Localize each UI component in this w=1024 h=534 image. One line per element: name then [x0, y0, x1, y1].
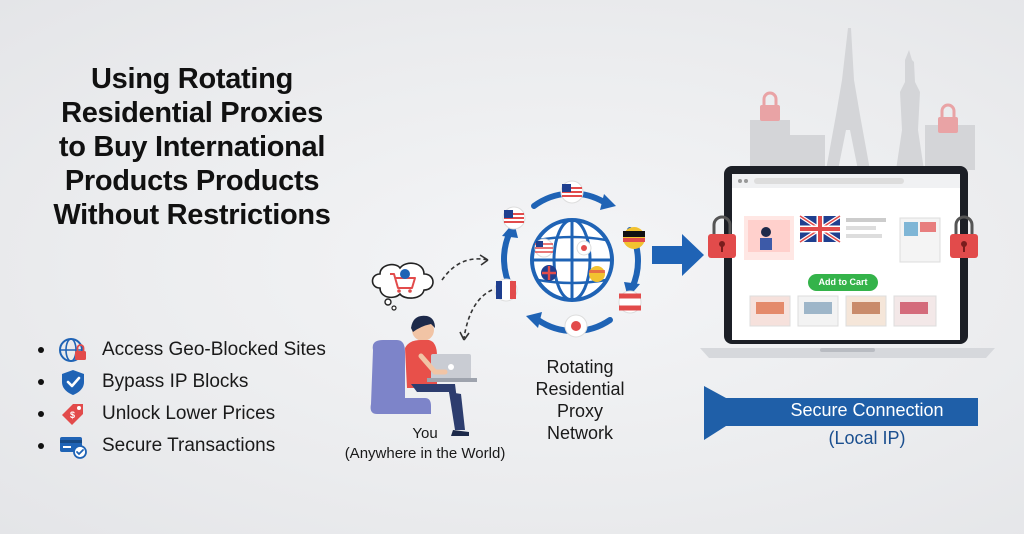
feature-label: Bypass IP Blocks: [102, 371, 249, 392]
network-caption: Rotating Residential Proxy Network: [510, 356, 650, 444]
title-line-5: Without Restrictions: [53, 199, 331, 231]
feature-label: Access Geo-Blocked Sites: [102, 339, 326, 360]
proxy-network-globe: [494, 180, 645, 338]
forward-arrow-icon: [652, 234, 704, 276]
shield-check-icon: [58, 367, 88, 397]
local-ip-label: (Local IP): [828, 428, 906, 448]
feature-item-geo: Access Geo-Blocked Sites: [38, 334, 358, 366]
secure-connection-label: Secure Connection: [790, 400, 944, 420]
shopping-cart-icon: [390, 269, 416, 293]
title-line-2: Residential Proxies: [61, 97, 323, 129]
flag-japan-icon: [564, 314, 588, 338]
padlock-icon: [760, 91, 780, 121]
globe-lock-icon: [58, 335, 88, 365]
flag-germany-icon: [623, 227, 645, 249]
title-line-3: to Buy International: [58, 131, 326, 163]
network-caption-line-2: Residential: [535, 379, 625, 399]
title-line-4: Products Products: [64, 165, 320, 197]
user-caption: You (Anywhere in the World): [330, 424, 520, 464]
skyline-illustration: [750, 28, 975, 170]
price-tag-icon: $: [58, 399, 88, 429]
bullet-dot: [38, 411, 44, 417]
flag-japan-icon: [576, 240, 592, 256]
feature-label: Secure Transactions: [102, 435, 276, 456]
flag-spain-icon: [589, 266, 605, 282]
network-caption-line-1: Rotating: [546, 357, 614, 377]
laptop-illustration: [700, 166, 995, 358]
user-caption-line-2: (Anywhere in the World): [344, 445, 506, 462]
user-caption-line-1: You: [412, 425, 438, 442]
thought-bubble: [371, 262, 434, 311]
flag-usa-icon: [502, 206, 526, 230]
svg-text:$: $: [70, 410, 75, 420]
feature-item-bypass: Bypass IP Blocks: [38, 366, 358, 398]
chair: [370, 340, 431, 414]
feature-list: Access Geo-Blocked Sites Bypass IP Block…: [38, 334, 358, 462]
bullet-dot: [38, 347, 44, 353]
padlock-icon: [950, 215, 978, 258]
title-line-1: Using Rotating: [90, 63, 293, 95]
flag-france-icon: [494, 278, 518, 302]
secure-connection-banner: [704, 386, 978, 440]
feature-item-prices: $ Unlock Lower Prices: [38, 398, 358, 430]
statue-of-liberty-icon: [896, 50, 924, 170]
user-illustration: [370, 315, 477, 436]
page-title: Using Rotating Residential Proxies to Bu…: [22, 62, 362, 232]
feature-label: Unlock Lower Prices: [102, 403, 276, 424]
feature-item-transactions: Secure Transactions: [38, 430, 358, 462]
add-to-cart-button[interactable]: Add to Cart: [808, 274, 878, 291]
flag-usa-icon: [560, 180, 584, 204]
padlock-icon: [938, 103, 958, 133]
bullet-dot: [38, 379, 44, 385]
eiffel-tower-icon: [826, 28, 870, 170]
credit-card-check-icon: [58, 431, 88, 461]
network-caption-line-3: Proxy: [556, 401, 603, 421]
bullet-dot: [38, 443, 44, 449]
globe-icon: [530, 218, 614, 302]
dashed-arrows: [441, 254, 493, 341]
network-caption-line-4: Network: [546, 423, 613, 443]
flag-usa-icon: [534, 238, 554, 258]
flag-uk-icon: [541, 265, 557, 281]
flag-austria-icon: [618, 290, 642, 314]
padlock-icon: [708, 215, 736, 258]
